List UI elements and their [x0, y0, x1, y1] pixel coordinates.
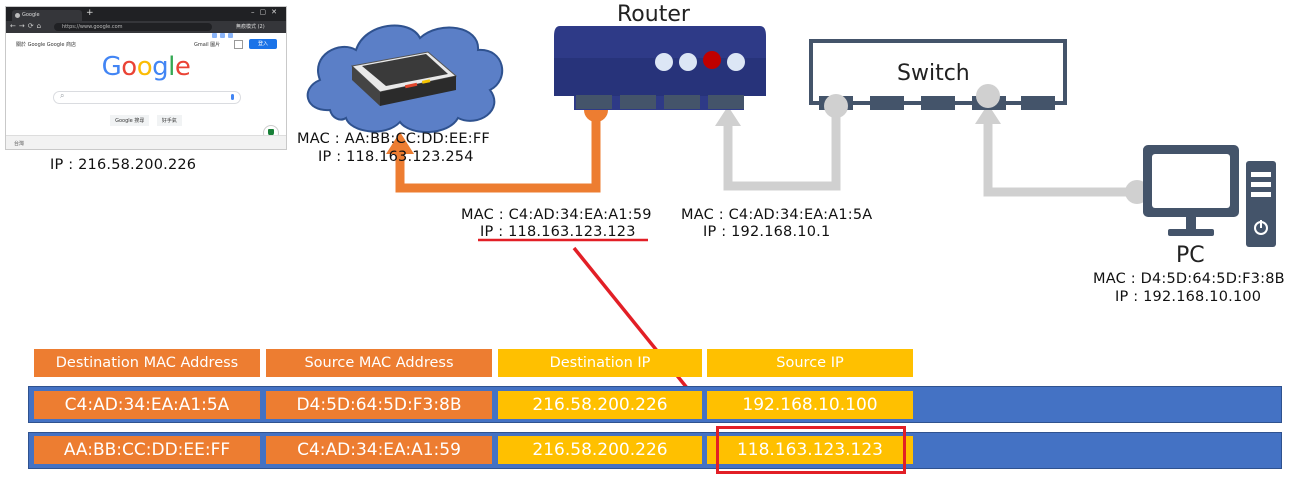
router-lan-ip: IP : 192.168.10.1 — [703, 224, 831, 240]
search-icon: ⌕ — [60, 91, 65, 100]
header-source-mac: Source MAC Address — [266, 349, 492, 377]
google-footer: 台灣 — [6, 135, 286, 149]
switch-port — [921, 96, 955, 110]
pc-device — [1143, 145, 1276, 247]
row2-destination-ip: 216.58.200.226 — [498, 436, 702, 464]
extension-icons[interactable] — [212, 23, 282, 38]
apps-grid-icon[interactable] — [234, 40, 243, 49]
header-destination-mac: Destination MAC Address — [34, 349, 260, 377]
google-search-button[interactable]: Google 搜尋 — [110, 115, 150, 126]
browser-tab[interactable]: Google — [12, 10, 82, 21]
footer-region: 台灣 — [14, 141, 25, 147]
header-destination-ip: Destination IP — [498, 349, 702, 377]
google-logo: Google — [101, 52, 191, 82]
router-device — [554, 26, 766, 110]
router-title: Router — [617, 2, 690, 27]
row1-destination-ip: 216.58.200.226 — [498, 391, 702, 419]
window-controls-icon[interactable]: –▢✕ — [251, 8, 282, 16]
switch-title: Switch — [897, 61, 970, 86]
profile-label[interactable]: 無痕模式 (2) — [236, 24, 265, 30]
nat-highlight-box — [716, 426, 906, 474]
signin-button[interactable]: 登入 — [249, 39, 277, 49]
row2-source-ip: 118.163.123.123 — [707, 436, 913, 464]
browser-screenshot: Google + –▢✕ ←→⟳⌂ https://www.google.com… — [5, 6, 287, 150]
search-buttons: Google 搜尋 好手氣 — [6, 115, 286, 126]
cloud-ip: IP : 118.163.123.254 — [318, 149, 474, 165]
row2-destination-mac: AA:BB:CC:DD:EE:FF — [34, 436, 260, 464]
pc-title: PC — [1176, 243, 1205, 268]
new-tab-icon[interactable]: + — [86, 8, 94, 18]
switch-port — [870, 96, 904, 110]
isp-cloud — [306, 24, 504, 134]
router-wan-mac: MAC : C4:AD:34:EA:A1:59 — [461, 207, 652, 223]
mic-icon[interactable] — [231, 94, 234, 100]
address-bar[interactable]: https://www.google.com — [54, 23, 212, 31]
modem-icon — [350, 51, 458, 106]
google-top-bar: 關於 Google Google 商店 Gmail 圖片 登入 — [6, 33, 286, 49]
nav-buttons-icon[interactable]: ←→⟳⌂ — [10, 22, 45, 30]
cloud-mac: MAC : AA:BB:CC:DD:EE:FF — [297, 131, 490, 147]
server-ip: IP : 216.58.200.226 — [50, 157, 197, 173]
browser-toolbar: ←→⟳⌂ https://www.google.com 無痕模式 (2) — [6, 21, 286, 38]
row1-source-mac: D4:5D:64:5D:F3:8B — [266, 391, 492, 419]
switch-port-marker-right — [976, 84, 1000, 108]
top-right-links[interactable]: Gmail 圖片 — [194, 42, 221, 48]
router-lan-mac: MAC : C4:AD:34:EA:A1:5A — [681, 207, 873, 223]
lucky-button[interactable]: 好手氣 — [156, 115, 182, 126]
search-input[interactable]: ⌕ — [53, 91, 241, 104]
browser-tab-bar: Google + –▢✕ — [6, 7, 286, 21]
switch-port — [1021, 96, 1055, 110]
router-wan-ip: IP : 118.163.123.123 — [480, 224, 636, 240]
pc-mac: MAC : D4:5D:64:5D:F3:8B — [1093, 271, 1285, 287]
top-left-links[interactable]: 關於 Google Google 商店 — [16, 42, 77, 48]
row2-source-mac: C4:AD:34:EA:A1:59 — [266, 436, 492, 464]
row1-source-ip: 192.168.10.100 — [707, 391, 913, 419]
row1-destination-mac: C4:AD:34:EA:A1:5A — [34, 391, 260, 419]
pc-ip: IP : 192.168.10.100 — [1115, 289, 1262, 305]
switch-port-marker-left — [824, 94, 848, 118]
header-source-ip: Source IP — [707, 349, 913, 377]
